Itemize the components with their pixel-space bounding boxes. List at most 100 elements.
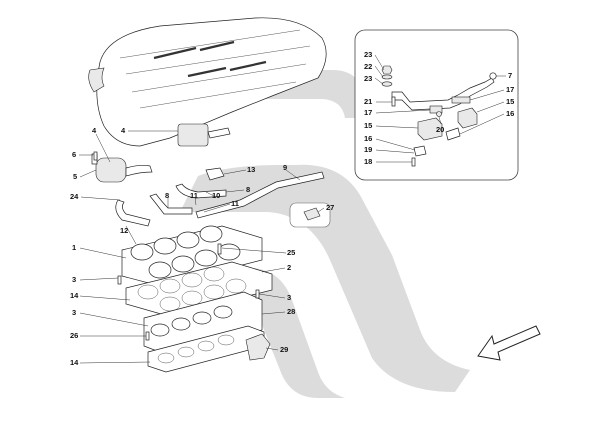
bolt-3-a — [117, 275, 122, 285]
runner-port-4 — [213, 305, 233, 319]
connector-16-left — [413, 145, 427, 157]
plenum-lettering — [153, 40, 267, 78]
nut-23-top — [381, 65, 393, 75]
actuator-body — [177, 123, 209, 147]
callout-26: 26 — [70, 331, 78, 340]
washer-23 — [381, 81, 393, 87]
callout-labels: 23 22 23 21 17 15 16 19 18 7 17 15 16 20… — [70, 50, 514, 367]
callout-11: 11 — [190, 191, 198, 200]
valve-17-right — [451, 96, 471, 104]
hose-10 — [175, 183, 227, 199]
canister-body — [95, 157, 127, 183]
bolt-3-b — [255, 289, 260, 299]
sensor-body — [303, 207, 321, 221]
callout-14: 14 — [70, 358, 79, 367]
leader-c5 — [79, 169, 97, 178]
callout-8: 8 — [165, 191, 169, 200]
gasket-hole-2 — [159, 278, 181, 294]
callout-3: 3 — [72, 308, 76, 317]
throttle-bore-7 — [194, 249, 218, 267]
inset-box — [354, 29, 519, 181]
valve-15-left — [417, 117, 443, 141]
callout-29: 29 — [280, 345, 288, 354]
leader-c22 — [374, 65, 384, 78]
valve-17-left — [429, 105, 443, 114]
callout-17: 17 — [506, 85, 514, 94]
callout-17: 17 — [364, 108, 372, 117]
lower-gasket-hole-1 — [157, 352, 175, 364]
callout-27: 27 — [326, 203, 334, 212]
leader-c3a — [79, 277, 119, 281]
leader-c11b — [203, 203, 231, 213]
plenum-ridge-1 — [119, 29, 301, 59]
callout-2: 2 — [287, 263, 291, 272]
sensor-27 — [289, 202, 331, 228]
callout-24: 24 — [70, 192, 79, 201]
plenum-body — [96, 17, 327, 147]
leader-c27 — [317, 207, 325, 213]
bracket-eye — [489, 72, 497, 80]
bracket-29-body — [245, 333, 271, 361]
leader-c23b — [374, 77, 384, 85]
throttle-bore-1 — [130, 243, 154, 261]
throttle-body-1 — [121, 225, 263, 287]
callout-13: 13 — [247, 165, 255, 174]
leader-c11a — [194, 196, 197, 206]
plenum-inlet — [88, 67, 105, 93]
leader-c28 — [261, 311, 286, 315]
bolt-26 — [145, 331, 150, 341]
screw-18 — [411, 157, 416, 167]
gasket-plate — [125, 261, 273, 317]
gasket-hole-7 — [203, 284, 225, 300]
lower-gasket-hole-2 — [177, 346, 195, 358]
front-direction-arrow — [477, 325, 541, 361]
hose-13 — [205, 167, 225, 181]
callout-10: 10 — [212, 191, 220, 200]
throttle-bore-6 — [171, 255, 195, 273]
gasket-hole-1 — [137, 284, 159, 300]
leader-c14b — [79, 361, 151, 364]
bracket-29 — [245, 333, 271, 361]
callout-19: 19 — [364, 145, 372, 154]
leader-c3c — [258, 293, 286, 299]
callout-22: 22 — [364, 62, 372, 71]
leader-c15a — [375, 125, 419, 129]
canister-5 — [91, 153, 153, 183]
gasket-hole-3 — [181, 272, 203, 288]
inset-bracket — [391, 77, 495, 111]
gasket-hole-8 — [225, 278, 247, 294]
callout-15: 15 — [364, 121, 372, 130]
callout-3: 3 — [287, 293, 291, 302]
valve-15-right — [457, 107, 478, 129]
throttle-bore-5 — [148, 261, 172, 279]
lower-gasket-hole-3 — [197, 340, 215, 352]
callout-15: 15 — [506, 97, 514, 106]
callout-9: 9 — [283, 163, 287, 172]
throttle-bore-2 — [153, 237, 177, 255]
hose-set — [115, 167, 325, 227]
lower-gasket-hole-4 — [217, 334, 235, 346]
leader-c8b — [225, 189, 245, 193]
watermark-lower-fill — [200, 268, 345, 398]
callout-4: 4 — [92, 126, 97, 135]
lower-intake-runners — [143, 291, 263, 357]
callout-14: 14 — [70, 291, 79, 300]
gasket-hole-4 — [203, 266, 225, 282]
callout-23: 23 — [364, 74, 372, 83]
actuator-4 — [177, 123, 231, 147]
callout-4: 4 — [121, 126, 126, 135]
callout-7: 7 — [508, 71, 512, 80]
runner-port-1 — [150, 323, 170, 337]
leader-c24 — [80, 196, 121, 201]
leader-c16b — [459, 113, 505, 135]
callout-28: 28 — [287, 307, 295, 316]
leader-c20 — [438, 116, 442, 125]
leader-c12 — [125, 225, 137, 245]
leader-c9 — [285, 169, 301, 181]
runner-port-3 — [192, 311, 212, 325]
leader-c17b — [469, 89, 505, 101]
canister-hose — [125, 164, 153, 177]
callout-16: 16 — [364, 134, 372, 143]
plenum-ridge-4 — [139, 81, 297, 109]
